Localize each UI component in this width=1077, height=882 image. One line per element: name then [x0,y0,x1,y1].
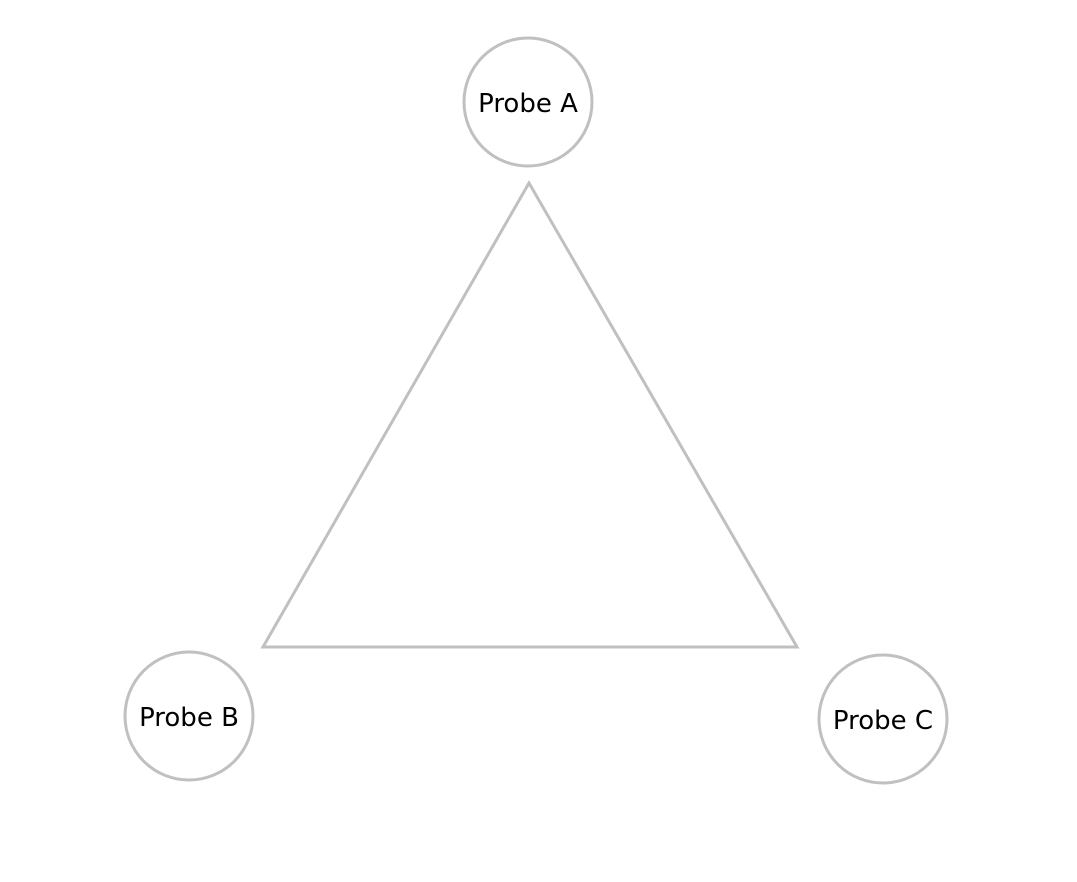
probe-c-circle [817,653,949,785]
probe-node-a[interactable]: Probe A [462,36,594,168]
connection-triangle [260,179,800,649]
probe-b-label: Probe B [139,703,239,733]
probe-node-c[interactable]: Probe C [817,653,949,785]
probe-a-label: Probe A [478,89,578,119]
probe-node-b[interactable]: Probe B [123,650,255,782]
probe-c-label: Probe C [833,706,933,736]
probe-a-circle [462,36,594,168]
probe-b-circle [123,650,255,782]
